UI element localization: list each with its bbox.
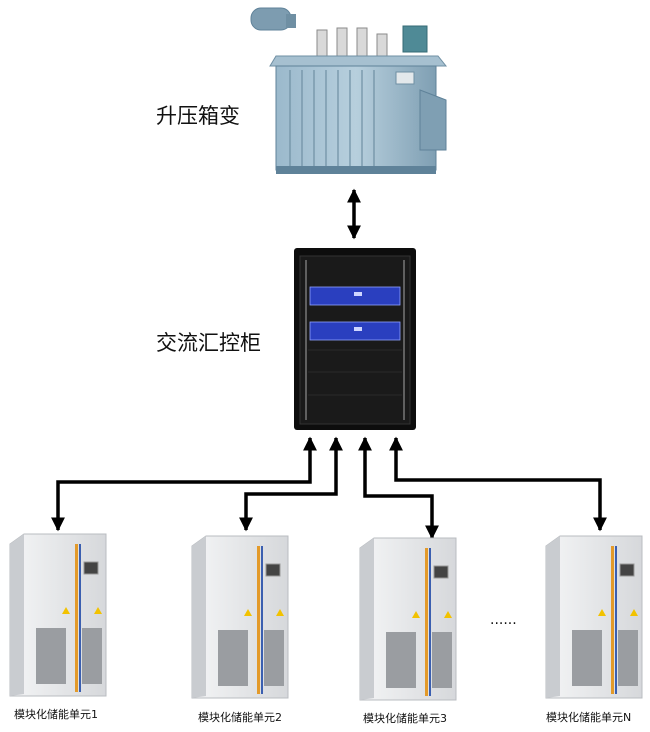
storage-unit-icon [359, 537, 457, 701]
storage-unit-icon [9, 533, 107, 697]
storage-unit-icon [545, 535, 643, 699]
unit-label-3: 模块化储能单元3 [363, 712, 447, 725]
link-cabinet-units [51, 436, 607, 540]
transformer-label: 升压箱变 [156, 104, 240, 128]
unit-label-2: 模块化储能单元2 [198, 711, 282, 724]
storage-unit-icon [191, 535, 289, 699]
transformer-icon [250, 7, 448, 174]
unit-label-1: 模块化储能单元1 [14, 708, 98, 721]
unit-label-n: 模块化储能单元N [546, 711, 632, 724]
units-ellipsis: ...... [490, 612, 517, 628]
cabinet-label: 交流汇控柜 [156, 331, 261, 355]
ac-cabinet-icon [294, 248, 416, 430]
